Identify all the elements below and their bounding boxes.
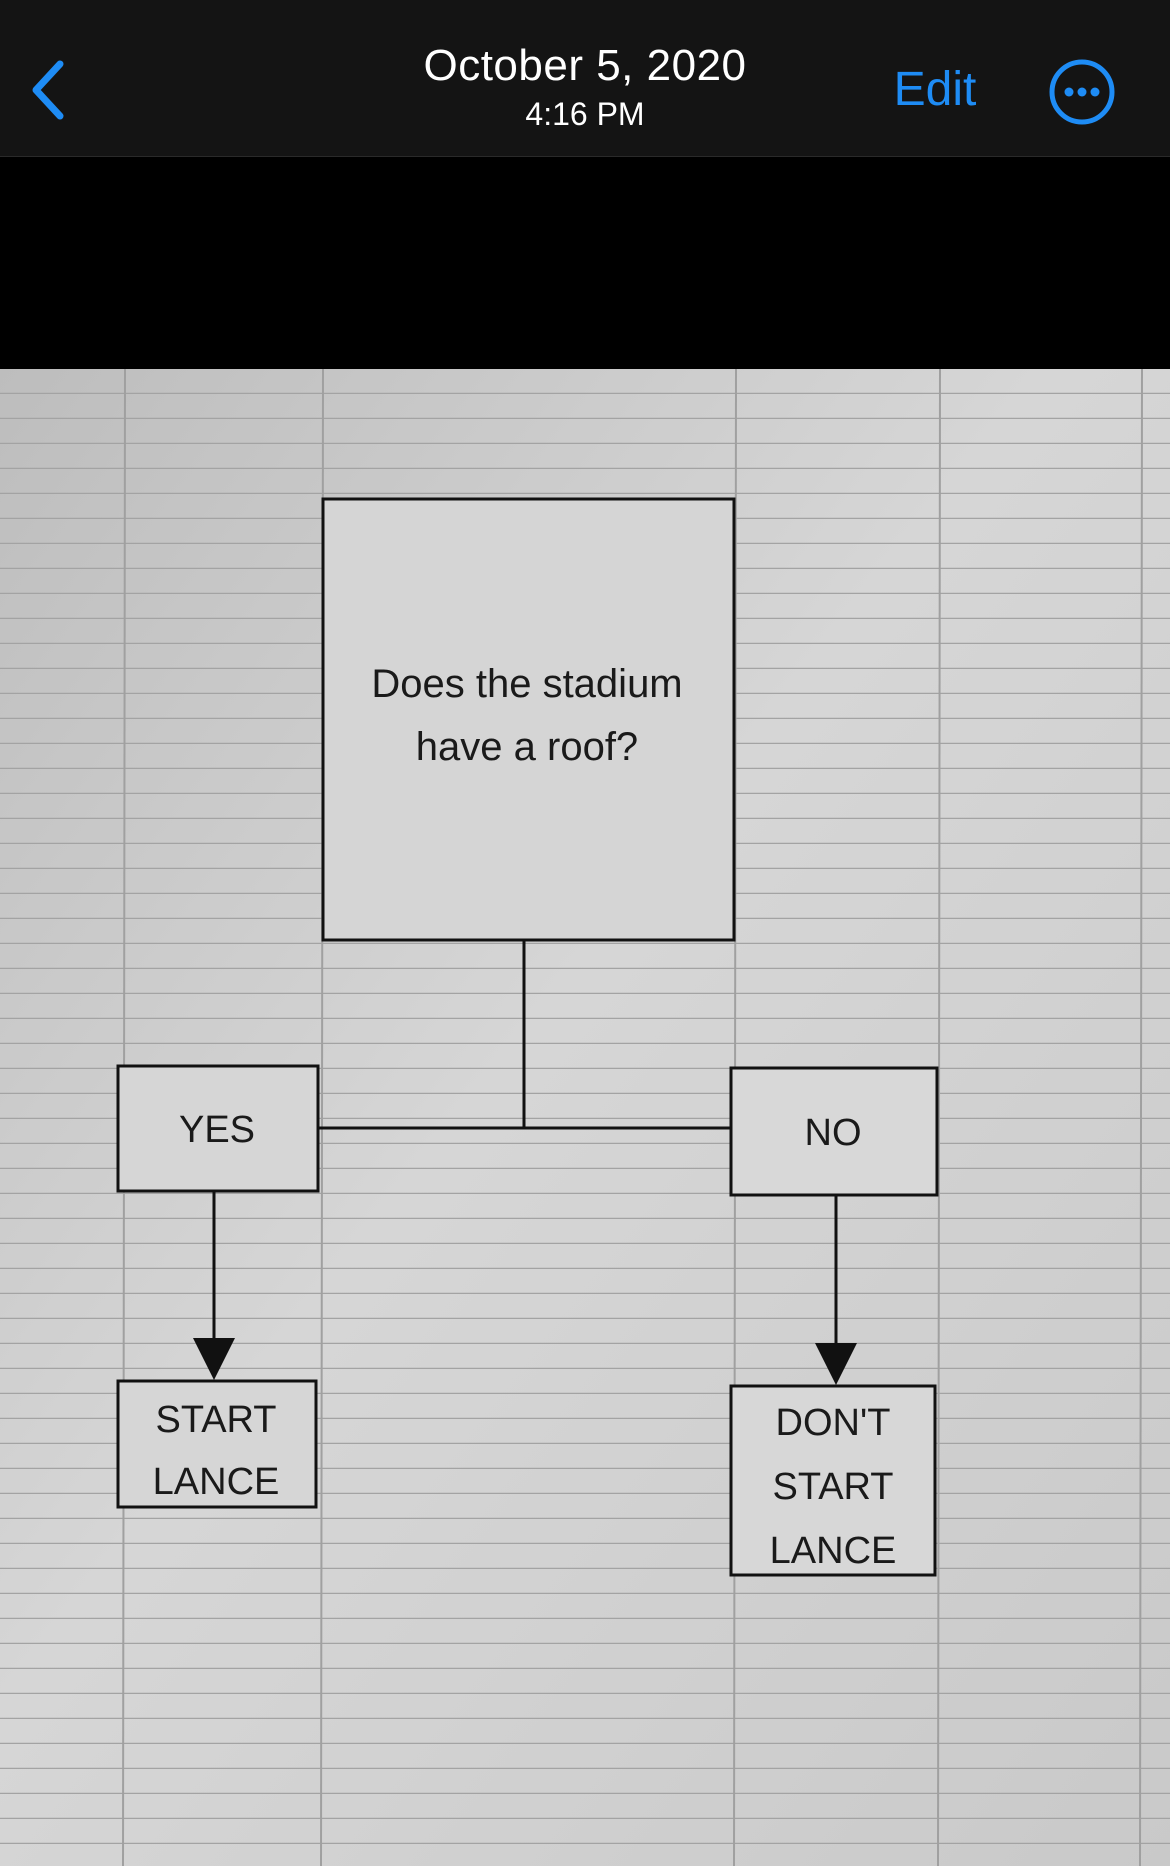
- edit-button[interactable]: Edit: [893, 63, 977, 116]
- question-text-line1: Does the stadium: [371, 662, 682, 706]
- yes-label: YES: [179, 1109, 255, 1151]
- photo-time-subtitle: 4:16 PM: [525, 96, 645, 132]
- question-text-line2: have a roof?: [416, 725, 638, 769]
- dont-start-lance-box: [729, 1384, 937, 1577]
- photo-content[interactable]: Does the stadium have a roof? YES NO STA…: [0, 369, 1170, 1866]
- back-button[interactable]: [18, 52, 78, 128]
- no-box: [729, 1066, 939, 1197]
- navigation-bar: October 5, 2020 4:16 PM Edit: [0, 0, 1170, 157]
- photo-date-title: October 5, 2020: [423, 41, 747, 90]
- no-outcome-line3: LANCE: [770, 1530, 897, 1572]
- letterbox-band: [0, 157, 1170, 369]
- no-outcome-line1: DON'T: [776, 1402, 891, 1444]
- start-lance-box: [116, 1379, 318, 1509]
- no-outcome-line2: START: [772, 1466, 893, 1508]
- yes-box: [116, 1064, 320, 1193]
- connector-lines: [193, 940, 857, 1385]
- no-label: NO: [805, 1112, 862, 1154]
- question-box: [321, 497, 736, 942]
- more-options-button[interactable]: [1048, 58, 1116, 126]
- yes-outcome-line2: LANCE: [153, 1461, 280, 1503]
- chevron-left-icon: [32, 60, 64, 120]
- ellipsis-circle-icon: [1049, 59, 1115, 125]
- yes-outcome-line1: START: [155, 1399, 276, 1441]
- flowchart-photo: Does the stadium have a roof? YES NO STA…: [0, 369, 1170, 1866]
